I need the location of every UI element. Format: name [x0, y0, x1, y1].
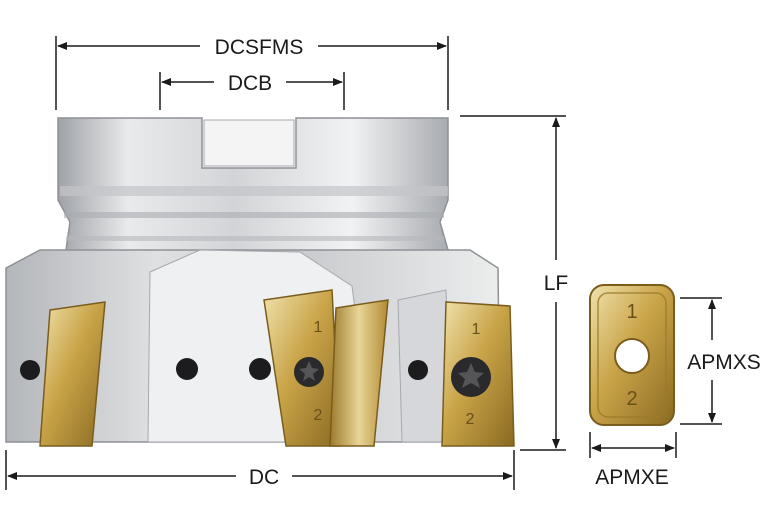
apmxe-label: APMXE	[595, 466, 669, 489]
insert-detail-marking-2: 2	[626, 388, 637, 410]
coolant-hole	[408, 360, 428, 380]
cutter-groove-band	[66, 236, 444, 241]
cutter-insert-left	[39, 301, 106, 447]
coolant-hole	[176, 358, 198, 380]
dc-label: DC	[249, 466, 279, 489]
cutter-groove-band	[60, 186, 448, 196]
lf-label: LF	[544, 272, 569, 295]
key-slot	[203, 119, 295, 167]
insert-screw	[294, 357, 324, 387]
cutter-groove-band	[64, 212, 444, 218]
dimension-lines	[5, 36, 722, 490]
insert-screw	[451, 357, 491, 397]
cutter-insert-center-b	[329, 299, 389, 447]
cutter-insert-marking-1: 1	[472, 321, 481, 338]
cutter-body: 1 2 1 2	[5, 117, 515, 447]
insert-detail-hole	[614, 338, 650, 374]
cutter-insert-marking-1: 1	[314, 319, 323, 336]
apmxs-label: APMXS	[687, 351, 761, 374]
insert-detail-face	[597, 292, 667, 418]
insert-detail-marking-1: 1	[626, 301, 637, 323]
coolant-hole	[249, 358, 271, 380]
dcsfms-label: DCSFMS	[215, 36, 304, 59]
cutter-insert-marking-2: 2	[466, 411, 475, 428]
insert-detail: 1 2	[589, 284, 675, 426]
dcb-label: DCB	[228, 72, 272, 95]
cutter-insert-marking-2: 2	[314, 407, 323, 424]
coolant-hole	[20, 360, 40, 380]
